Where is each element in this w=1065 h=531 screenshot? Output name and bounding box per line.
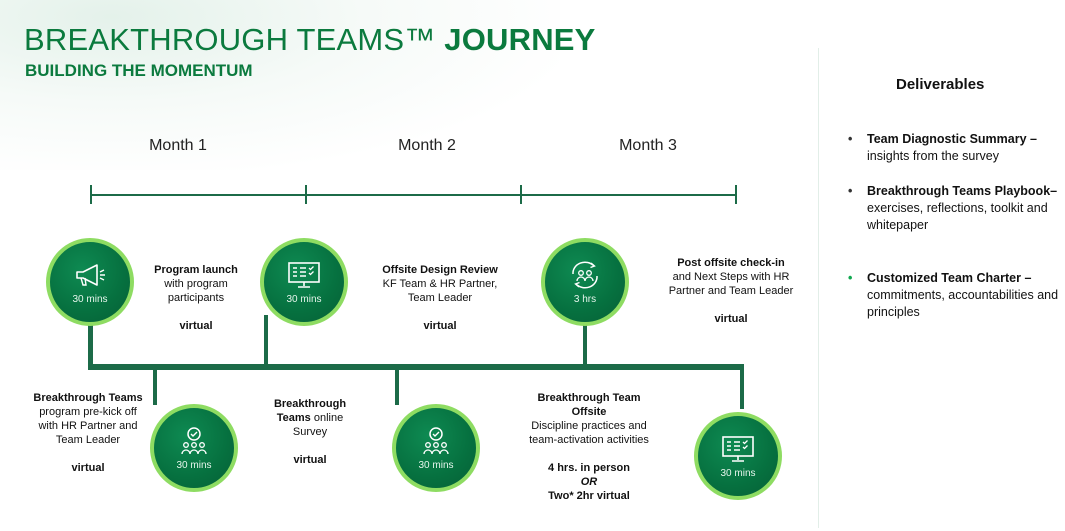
step-circle-pre-kick-off: 30 mins xyxy=(150,404,238,492)
ruler-tick xyxy=(305,185,307,204)
ruler-tick xyxy=(90,185,92,204)
page-subtitle: BUILDING THE MOMENTUM xyxy=(25,61,253,80)
step-text-pre-kick-off: Breakthrough Teams program pre-kick off … xyxy=(33,392,143,474)
bullet-icon: • xyxy=(848,271,853,285)
megaphone-icon xyxy=(76,263,105,286)
timeline-connector xyxy=(153,367,157,405)
deliverable-item: • Team Diagnostic Summary – insights fro… xyxy=(848,132,1037,163)
step-text-offsite-design-review: Offsite Design Review KF Team & HR Partn… xyxy=(382,264,498,332)
timeline-connector xyxy=(740,367,744,409)
step-text-online-survey: Breakthrough Teams online Survey virtual xyxy=(273,398,347,466)
step-duration: 30 mins xyxy=(418,459,454,471)
ruler-tick xyxy=(520,185,522,204)
step-duration: 30 mins xyxy=(72,293,108,305)
section-divider xyxy=(818,48,819,528)
timeline-bar xyxy=(88,364,744,370)
step-circle-program-launch: 30 mins xyxy=(46,238,134,326)
step-circle-survey: 30 mins xyxy=(260,238,348,326)
step-text-team-offsite: Breakthrough Team Offsite Discipline pra… xyxy=(529,392,649,502)
team-check-icon xyxy=(181,426,207,454)
team-cycle-icon xyxy=(572,261,598,288)
bullet-icon: • xyxy=(848,132,853,146)
deliverable-item: • Customized Team Charter – commitments,… xyxy=(848,271,1059,319)
step-circle-online-survey: 30 mins xyxy=(392,404,480,492)
month-2-label: Month 2 xyxy=(398,137,456,154)
background-glow xyxy=(0,0,560,170)
step-duration: 30 mins xyxy=(286,293,322,305)
step-text-program-launch: Program launch with program participants… xyxy=(154,264,238,332)
timeline-connector xyxy=(583,315,587,367)
timeline-connector xyxy=(88,315,93,367)
step-duration: 30 mins xyxy=(720,467,756,479)
step-circle-team-offsite: 30 mins xyxy=(694,412,782,500)
survey-screen-icon xyxy=(288,261,320,288)
bullet-icon: • xyxy=(848,184,853,198)
deliverable-item: • Breakthrough Teams Playbook– exercises… xyxy=(848,184,1058,232)
timeline-connector xyxy=(395,367,399,405)
team-check-icon xyxy=(423,426,449,454)
ruler-tick xyxy=(735,185,737,204)
month-ruler xyxy=(91,194,736,196)
survey-screen-icon xyxy=(722,435,754,462)
timeline-connector xyxy=(264,315,268,367)
deliverables-title: Deliverables xyxy=(896,76,985,93)
step-text-post-offsite-check-in: Post offsite check-in and Next Steps wit… xyxy=(668,257,794,325)
step-duration: 30 mins xyxy=(176,459,212,471)
month-1-label: Month 1 xyxy=(149,137,207,154)
page-title: BREAKTHROUGH TEAMS™ JOURNEY xyxy=(24,22,596,57)
step-duration: 3 hrs xyxy=(573,293,597,305)
month-3-label: Month 3 xyxy=(619,137,677,154)
step-circle-offsite: 3 hrs xyxy=(541,238,629,326)
